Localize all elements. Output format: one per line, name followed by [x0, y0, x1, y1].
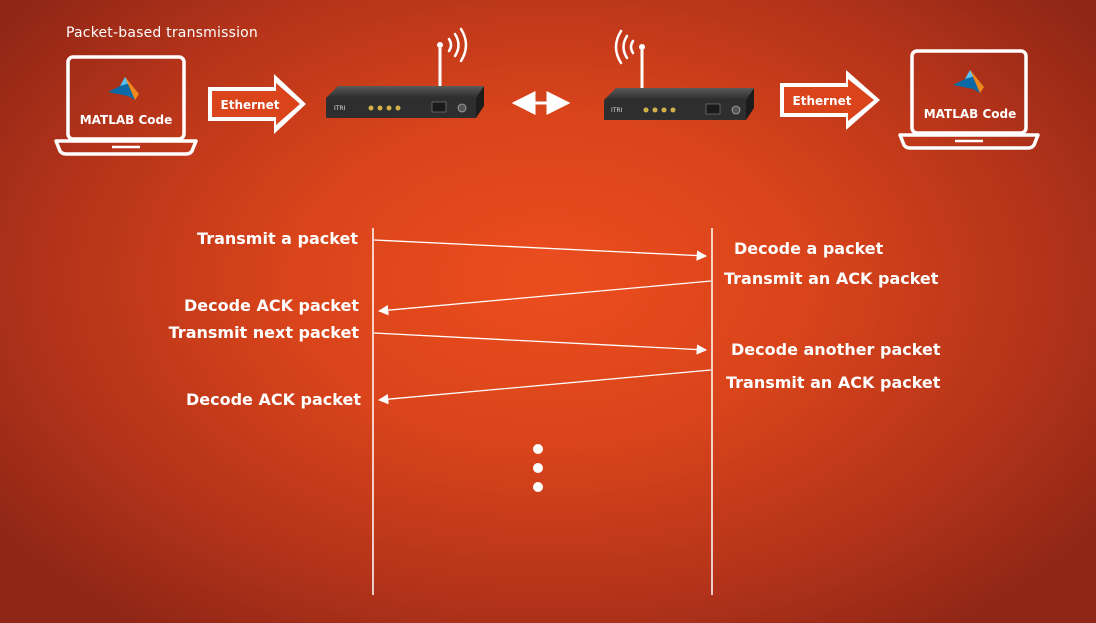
- left-antenna-icon: [437, 42, 443, 86]
- right-ethernet-label: Ethernet: [793, 94, 852, 108]
- left-wireless-waves-icon: [447, 27, 468, 63]
- right-ethernet-arrow-icon: [780, 70, 880, 130]
- left-event-transmit-packet: Transmit a packet: [197, 229, 358, 248]
- left-event-decode-ack-2: Decode ACK packet: [185, 390, 361, 409]
- ellipsis-icon: [533, 444, 543, 492]
- right-event-decode-packet: Decode a packet: [734, 239, 884, 258]
- right-event-decode-another-packet: Decode another packet: [731, 340, 941, 359]
- left-ethernet-label: Ethernet: [221, 98, 280, 112]
- left-ethernet-arrow-icon: [208, 74, 306, 134]
- message-arrow-packet-1: [373, 239, 708, 261]
- right-antenna-icon: [639, 44, 645, 88]
- right-event-transmit-ack-1: Transmit an ACK packet: [724, 269, 939, 288]
- right-radio-device-icon: ITRI: [604, 88, 754, 120]
- right-laptop-label: MATLAB Code: [924, 107, 1017, 121]
- left-event-decode-ack-1: Decode ACK packet: [183, 296, 359, 315]
- left-laptop-label: MATLAB Code: [80, 113, 173, 127]
- matlab-logo-icon: [953, 70, 984, 93]
- right-radio-brand: ITRI: [611, 107, 623, 114]
- left-event-transmit-next-packet: Transmit next packet: [168, 323, 359, 342]
- message-arrow-ack-2: [377, 369, 712, 405]
- left-laptop-icon: [54, 55, 198, 156]
- left-radio-device-icon: ITRI: [326, 86, 484, 118]
- right-laptop-icon: [898, 49, 1040, 150]
- right-wireless-waves-icon: [614, 29, 635, 65]
- message-arrow-ack-1: [377, 280, 712, 316]
- left-radio-brand: ITRI: [334, 105, 346, 112]
- message-arrow-packet-2: [373, 332, 708, 355]
- right-event-transmit-ack-2: Transmit an ACK packet: [726, 373, 941, 392]
- matlab-logo-icon: [108, 77, 139, 100]
- diagram-caption: Packet-based transmission: [66, 25, 258, 41]
